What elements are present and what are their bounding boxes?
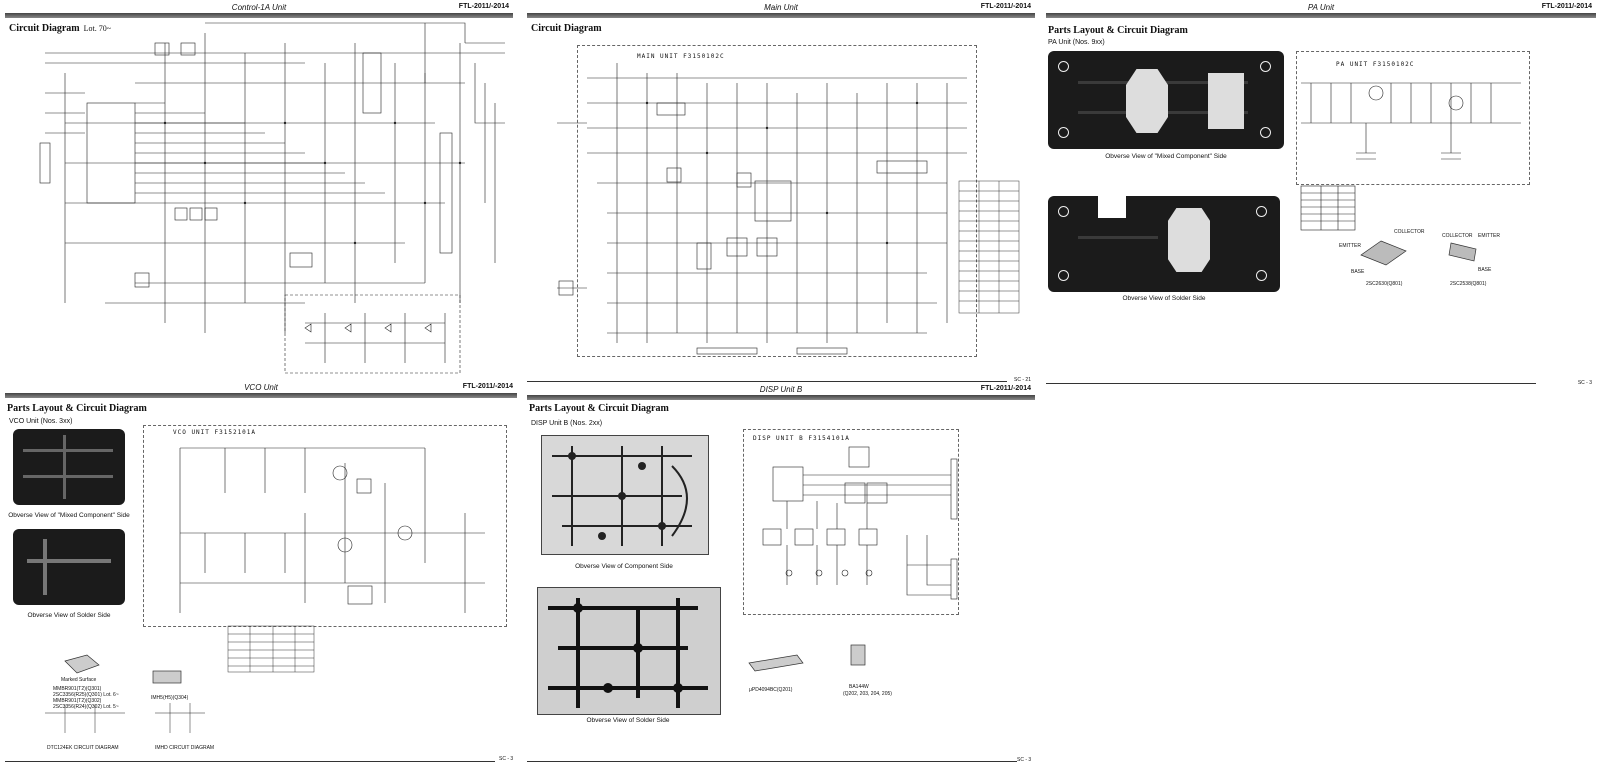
lbl-base-2: BASE xyxy=(1478,267,1492,273)
pa-pcb-component-side xyxy=(1048,51,1284,149)
part-line-2: 2SC3356(R25)(Q301) Lot. 6~ xyxy=(53,692,119,698)
transistor-label-1: 2SC2630(Q801) xyxy=(1366,281,1403,287)
panel-main-unit: Main Unit FTL-2011/-2014 Circuit Diagram… xyxy=(527,3,1035,388)
page-number: SC - 21 xyxy=(1014,377,1031,383)
footer-rule-main xyxy=(527,381,1007,382)
part-line-1: MMBR901(T2)(Q301) xyxy=(53,686,102,692)
part-line-4: 2SC3356(R24)(Q302) Lot. 5~ xyxy=(53,704,119,710)
panel-header: Control-1A Unit FTL-2011/-2014 xyxy=(5,3,513,19)
unit-name: VCO Unit xyxy=(244,383,278,392)
page-number: SC - 3 xyxy=(499,756,514,762)
panel-header: DISP Unit B FTL-2011/-2014 xyxy=(527,385,1035,401)
diode-refs-label: (Q202, 203, 204, 205) xyxy=(843,691,892,697)
lbl-emitter-1: EMITTER xyxy=(1339,243,1361,249)
footer-rule-disp xyxy=(527,761,1017,762)
marked-surface-label: Marked Surface xyxy=(61,677,97,683)
lot-text: Lot. 70~ xyxy=(83,24,112,33)
part-line-3: MMBR901(T2)(Q302) xyxy=(53,698,102,704)
section-title: Circuit Diagram xyxy=(531,23,602,34)
diode-part-label: BA144W xyxy=(849,684,869,690)
caption-solder-side: Obverse View of Solder Side xyxy=(586,717,670,724)
section-title: Parts Layout & Circuit Diagram xyxy=(1048,25,1188,36)
section-title: Parts Layout & Circuit Diagram xyxy=(7,403,147,414)
imhd-caption: IMHD CIRCUIT DIAGRAM xyxy=(155,745,215,751)
unit-name: DISP Unit B xyxy=(759,385,803,394)
pa-pcb-solder-side xyxy=(1048,196,1280,292)
board-label: VCO UNIT F3152101A xyxy=(173,429,257,436)
pa-schematic-frame xyxy=(1296,51,1530,185)
vco-schematic-frame xyxy=(143,425,507,627)
model-number: FTL-2011/-2014 xyxy=(462,383,513,390)
caption-solder-side: Obverse View of Solder Side xyxy=(1122,295,1206,302)
lbl-collector-1: COLLECTOR xyxy=(1394,229,1425,235)
footer-rule-vco xyxy=(5,761,495,762)
title-text: Circuit Diagram xyxy=(9,23,80,34)
lbl-emitter-2: EMITTER xyxy=(1478,233,1500,239)
dtc-caption: DTC124EK CIRCUIT DIAGRAM xyxy=(47,745,119,751)
ic-part-label: μPD4094BC(Q201) xyxy=(749,687,793,693)
panel-control-unit: Control-1A Unit FTL-2011/-2014 Circuit D… xyxy=(5,3,513,388)
panel-vco-unit: VCO Unit FTL-2011/-2014 Parts Layout & C… xyxy=(5,383,517,778)
header-bar xyxy=(527,13,1035,18)
caption-component-side: Obverse View of "Mixed Component" Side xyxy=(1105,153,1227,160)
panel-header: PA Unit FTL-2011/-2014 xyxy=(1046,3,1596,19)
unit-name: Main Unit xyxy=(764,3,798,12)
header-bar xyxy=(5,393,517,398)
disp-schematic xyxy=(748,446,958,672)
section-subtitle: VCO Unit (Nos. 3xx) xyxy=(9,418,73,425)
transistor-label-2: 2SC2538(Q801) xyxy=(1450,281,1487,287)
section-subtitle: DISP Unit B (Nos. 2xx) xyxy=(531,420,603,427)
page-number: SC - 3 xyxy=(1577,380,1592,386)
board-label: PA UNIT F3150102C xyxy=(1336,61,1415,68)
model-number: FTL-2011/-2014 xyxy=(458,3,509,10)
lbl-base-1: BASE xyxy=(1351,269,1365,275)
disp-pcb-solder-side xyxy=(537,587,721,715)
panel-pa-unit: PA Unit FTL-2011/-2014 Parts Layout & Ci… xyxy=(1046,3,1596,388)
disp-pcb-component-side xyxy=(541,435,709,555)
header-bar xyxy=(527,395,1035,400)
vco-schematic xyxy=(45,447,485,733)
header-bar xyxy=(5,13,513,18)
caption-component-side: Obverse View of "Mixed Component" Side xyxy=(8,512,130,519)
disp-schematic-frame xyxy=(743,429,959,615)
board-label: MAIN UNIT F3150102C xyxy=(637,53,725,60)
panel-header: Main Unit FTL-2011/-2014 xyxy=(527,3,1035,19)
panel-header: VCO Unit FTL-2011/-2014 xyxy=(5,383,517,399)
model-number: FTL-2011/-2014 xyxy=(980,385,1031,392)
pa-schematic xyxy=(1300,82,1521,266)
caption-component-side: Obverse View of Component Side xyxy=(575,563,673,570)
model-number: FTL-2011/-2014 xyxy=(980,3,1031,10)
header-bar xyxy=(1046,13,1596,18)
footer-rule-pa xyxy=(1046,383,1536,384)
section-subtitle: PA Unit (Nos. 9xx) xyxy=(1048,39,1105,46)
section-title: Parts Layout & Circuit Diagram xyxy=(529,403,669,414)
control-schematic xyxy=(39,22,505,374)
imhd-part-label: IMH5(H5)(Q304) xyxy=(151,695,189,701)
unit-name: PA Unit xyxy=(1307,3,1335,12)
main-schematic xyxy=(557,63,1020,355)
caption-solder-side: Obverse View of Solder Side xyxy=(27,612,111,619)
vco-pcb-solder-side xyxy=(13,529,125,605)
panel-disp-unit: DISP Unit B FTL-2011/-2014 Parts Layout … xyxy=(527,385,1035,778)
board-label: DISP UNIT B F3154101A xyxy=(753,435,850,442)
model-number: FTL-2011/-2014 xyxy=(1541,3,1592,10)
vco-pcb-component-side xyxy=(13,429,125,505)
page-number: SC - 3 xyxy=(1017,757,1032,763)
lbl-collector-2: COLLECTOR xyxy=(1442,233,1473,239)
unit-name: Control-1A Unit xyxy=(231,3,287,12)
